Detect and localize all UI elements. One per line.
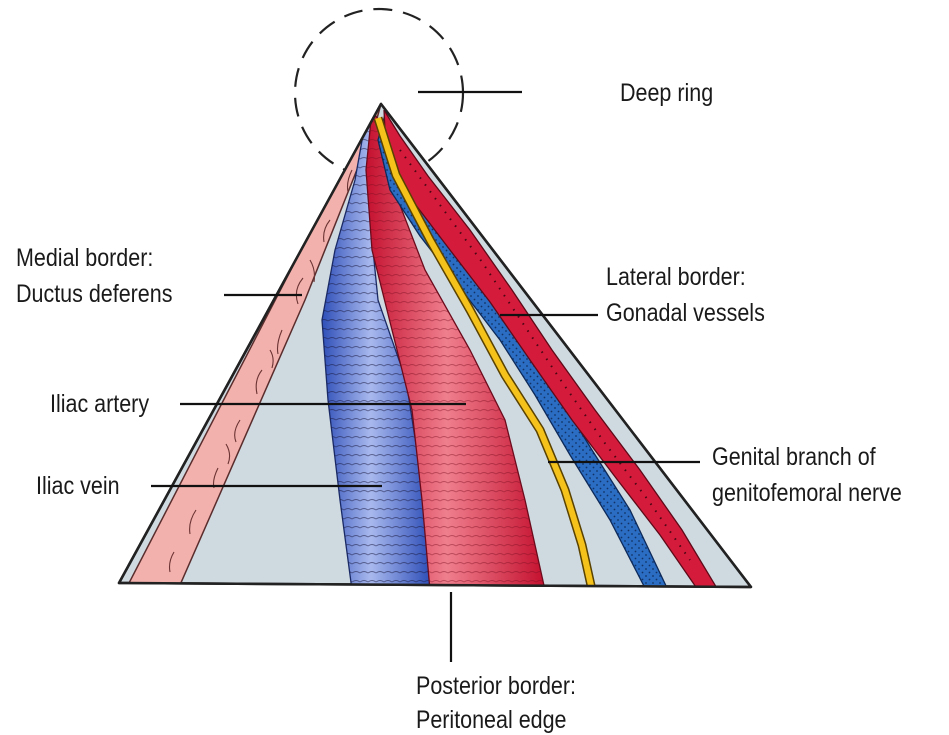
label-iliac-artery: Iliac artery (50, 389, 149, 417)
label-deep-ring: Deep ring (620, 78, 713, 106)
label-posterior-border-title: Posterior border: (416, 671, 576, 699)
label-medial-border-structure: Ductus deferens (16, 279, 172, 307)
label-genital-branch-line2: genitofemoral nerve (712, 478, 902, 506)
label-lateral-border-structure: Gonadal vessels (606, 298, 765, 326)
label-iliac-vein: Iliac vein (36, 471, 120, 499)
label-genital-branch-line1: Genital branch of (712, 442, 876, 470)
label-medial-border-title: Medial border: (16, 243, 153, 271)
label-lateral-border-title: Lateral border: (606, 262, 746, 290)
label-posterior-border-structure: Peritoneal edge (416, 705, 567, 733)
